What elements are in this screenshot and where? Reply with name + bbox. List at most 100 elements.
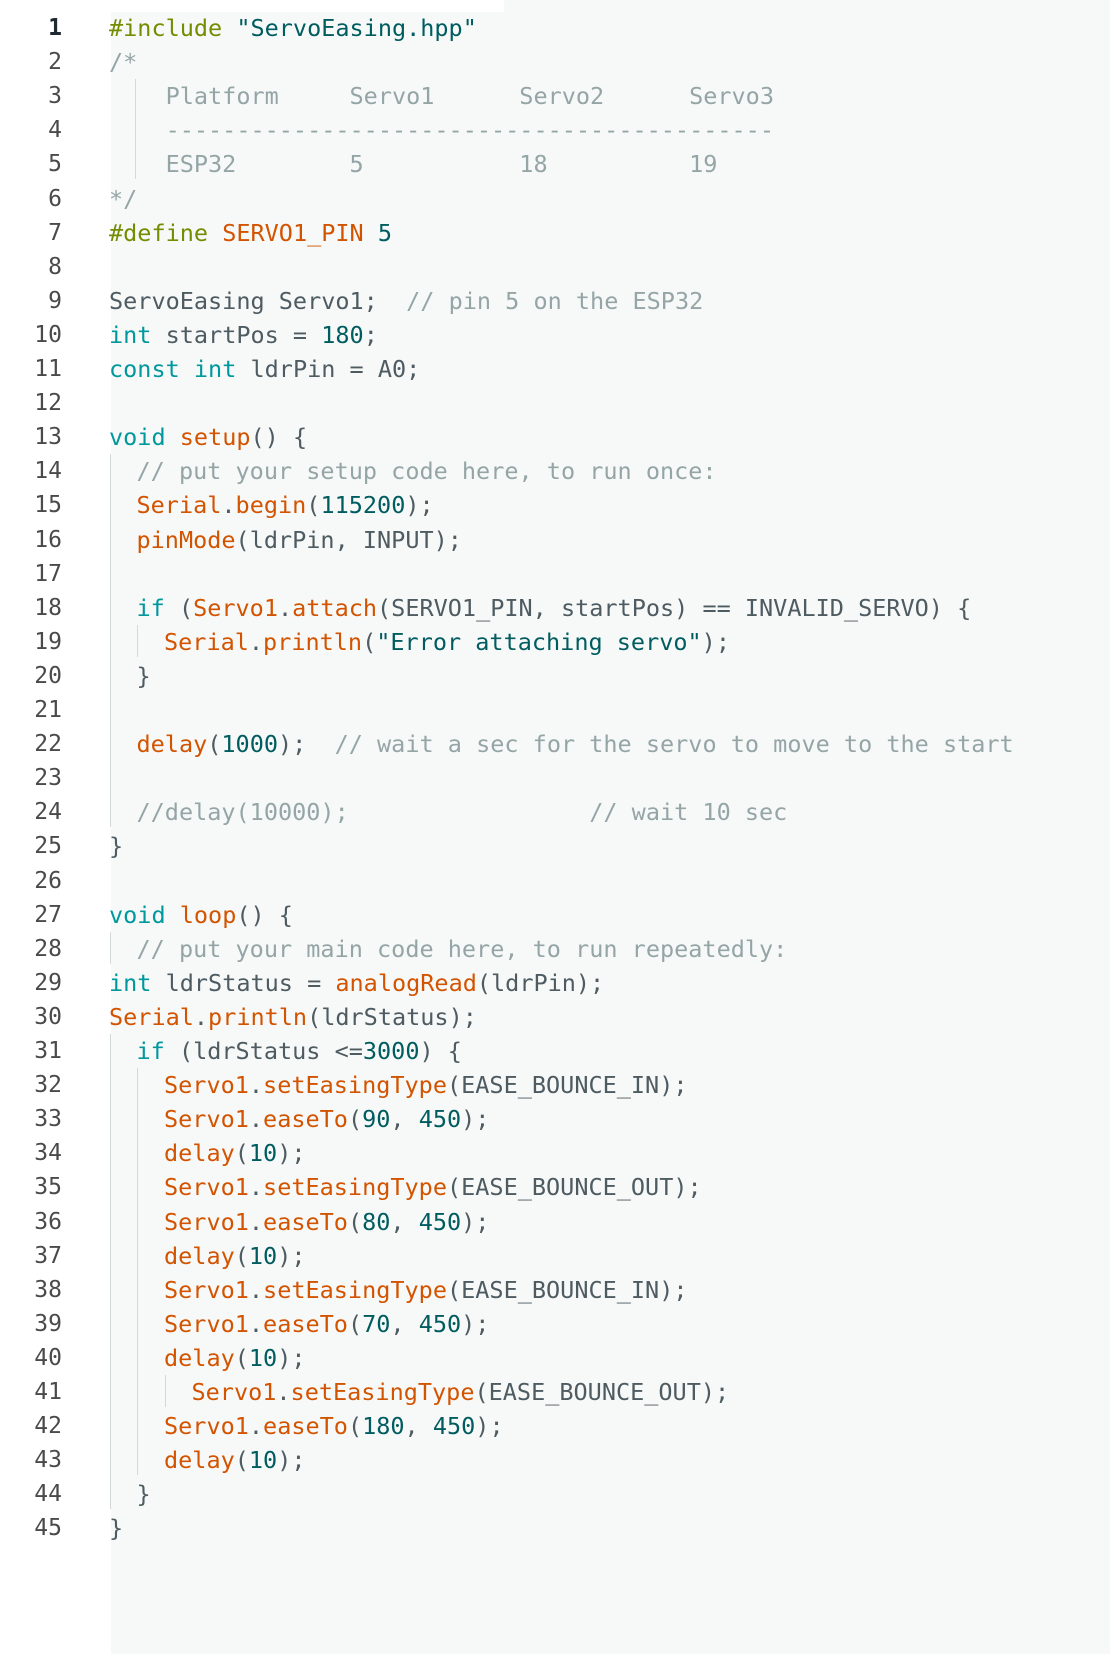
indent-guide (165, 1375, 166, 1408)
code-token: // put your setup code here, to run once… (136, 457, 717, 486)
code-line[interactable]: */ (109, 181, 137, 217)
code-line[interactable]: void setup() { (109, 419, 307, 455)
code-token: } (109, 832, 124, 861)
line-number: 1 (48, 15, 62, 41)
code-token: 180 (362, 1412, 405, 1441)
code-token: startPos = (151, 320, 322, 349)
code-token: 10 (248, 1446, 278, 1475)
code-line[interactable]: } (137, 658, 151, 694)
line-number: 27 (34, 901, 62, 928)
code-line[interactable]: int startPos = 180; (109, 317, 378, 353)
code-line[interactable]: delay(10); (164, 1340, 306, 1376)
code-token: SERVO1_PIN (222, 218, 364, 247)
code-line[interactable]: if (Servo1.attach(SERVO1_PIN, startPos) … (137, 590, 972, 626)
line-number: 28 (34, 935, 62, 962)
code-line[interactable]: void loop() { (109, 897, 293, 933)
code-line[interactable]: Servo1.easeTo(80, 450); (164, 1204, 489, 1240)
code-token: setEasingType (263, 1275, 447, 1304)
code-line[interactable]: const int ldrPin = A0; (109, 351, 420, 387)
line-number: 42 (34, 1413, 62, 1440)
code-token: int (109, 320, 152, 349)
line-number: 21 (34, 697, 62, 723)
code-line[interactable]: delay(10); (164, 1442, 306, 1478)
code-line[interactable]: Serial.println(ldrStatus); (109, 999, 477, 1035)
code-token: . (248, 627, 264, 656)
line-number: 2 (48, 49, 62, 76)
code-line[interactable]: ----------------------------------------… (109, 112, 774, 148)
code-line[interactable]: #define SERVO1_PIN 5 (109, 215, 392, 251)
line-number: 33 (34, 1106, 62, 1133)
code-line[interactable]: // put your main code here, to run repea… (137, 931, 788, 967)
code-token: (SERVO1_PIN, startPos) == INVALID_SERVO)… (377, 593, 972, 622)
code-token: Serial (164, 627, 249, 656)
code-token: (ldrPin); (476, 968, 605, 997)
code-token: delay (164, 1446, 235, 1475)
indent-guide (137, 1068, 138, 1476)
code-line[interactable]: delay(1000); // wait a sec for the servo… (137, 726, 1014, 762)
code-token (180, 355, 194, 383)
code-line[interactable]: Serial.begin(115200); (137, 487, 434, 523)
code-line[interactable]: ESP32 5 18 19 (109, 146, 718, 182)
code-token: (ldrStatus); (307, 1002, 477, 1031)
code-token: . (276, 1378, 291, 1406)
code-token: setup (179, 423, 251, 452)
code-line[interactable]: delay(10); (164, 1135, 306, 1171)
line-number: 39 (34, 1310, 62, 1337)
code-area[interactable]: #include "ServoEasing.hpp"/* Platform Se… (109, 0, 1110, 1654)
code-token: delay (164, 1241, 235, 1270)
code-line[interactable]: /* (109, 44, 137, 80)
code-line[interactable]: delay(10); (164, 1238, 306, 1274)
code-token: . (248, 1412, 264, 1441)
code-token: 5 (377, 218, 392, 247)
code-line[interactable]: int ldrStatus = analogRead(ldrPin); (109, 965, 604, 1001)
line-number: 34 (34, 1140, 62, 1167)
code-token: (ldrPin, INPUT); (235, 525, 462, 554)
code-line[interactable]: } (109, 1510, 123, 1546)
code-line[interactable]: } (109, 828, 123, 864)
code-line[interactable]: Servo1.setEasingType(EASE_BOUNCE_OUT); (164, 1169, 702, 1205)
line-number: 32 (34, 1072, 62, 1099)
code-line[interactable]: pinMode(ldrPin, INPUT); (137, 522, 462, 558)
code-line[interactable]: Servo1.easeTo(90, 450); (164, 1101, 489, 1137)
code-line[interactable]: Servo1.easeTo(180, 450); (164, 1408, 504, 1444)
code-token: (EASE_BOUNCE_IN); (446, 1275, 688, 1304)
code-line[interactable]: if (ldrStatus <=3000) { (137, 1033, 462, 1069)
code-token: pinMode (136, 525, 236, 554)
code-line[interactable]: Servo1.setEasingType(EASE_BOUNCE_IN); (164, 1067, 688, 1103)
editor-top-strip (111, 0, 504, 12)
code-token: ); (461, 1309, 490, 1338)
line-number: 5 (48, 151, 62, 178)
line-number: 37 (34, 1242, 62, 1269)
code-token: #include (109, 14, 223, 42)
code-token: if (136, 593, 165, 622)
code-line[interactable]: Servo1.setEasingType(EASE_BOUNCE_OUT); (192, 1374, 730, 1410)
code-line[interactable]: } (137, 1476, 151, 1512)
code-line[interactable]: Serial.println("Error attaching servo"); (164, 624, 730, 660)
code-line[interactable]: //delay(10000); // wait 10 sec (137, 794, 788, 830)
code-token: void (109, 423, 166, 452)
line-number: 13 (34, 424, 62, 451)
code-token: void (109, 900, 166, 929)
line-number: 23 (34, 765, 62, 792)
code-token: 70 (362, 1309, 391, 1338)
code-token: easeTo (263, 1105, 348, 1134)
code-token: . (277, 593, 293, 622)
code-line[interactable]: Servo1.setEasingType(EASE_BOUNCE_IN); (164, 1272, 688, 1308)
indent-guide (137, 624, 138, 657)
code-token: if (136, 1037, 165, 1065)
code-token: ( (347, 1309, 363, 1338)
code-line[interactable]: Servo1.easeTo(70, 450); (164, 1306, 489, 1342)
code-token: ( (234, 1139, 249, 1168)
code-line[interactable]: // put your setup code here, to run once… (137, 453, 717, 489)
code-token: 10 (248, 1343, 278, 1372)
code-line[interactable]: #include "ServoEasing.hpp" (109, 10, 477, 46)
code-token: loop (179, 900, 237, 929)
code-line[interactable]: Platform Servo1 Servo2 Servo3 (109, 78, 774, 114)
line-number: 8 (48, 253, 62, 280)
code-token: . (248, 1105, 264, 1134)
code-token: ( (347, 1105, 363, 1134)
code-line[interactable]: ServoEasing Servo1; // pin 5 on the ESP3… (109, 283, 703, 319)
code-token: ( (234, 1446, 249, 1475)
code-token: , (390, 1309, 419, 1338)
